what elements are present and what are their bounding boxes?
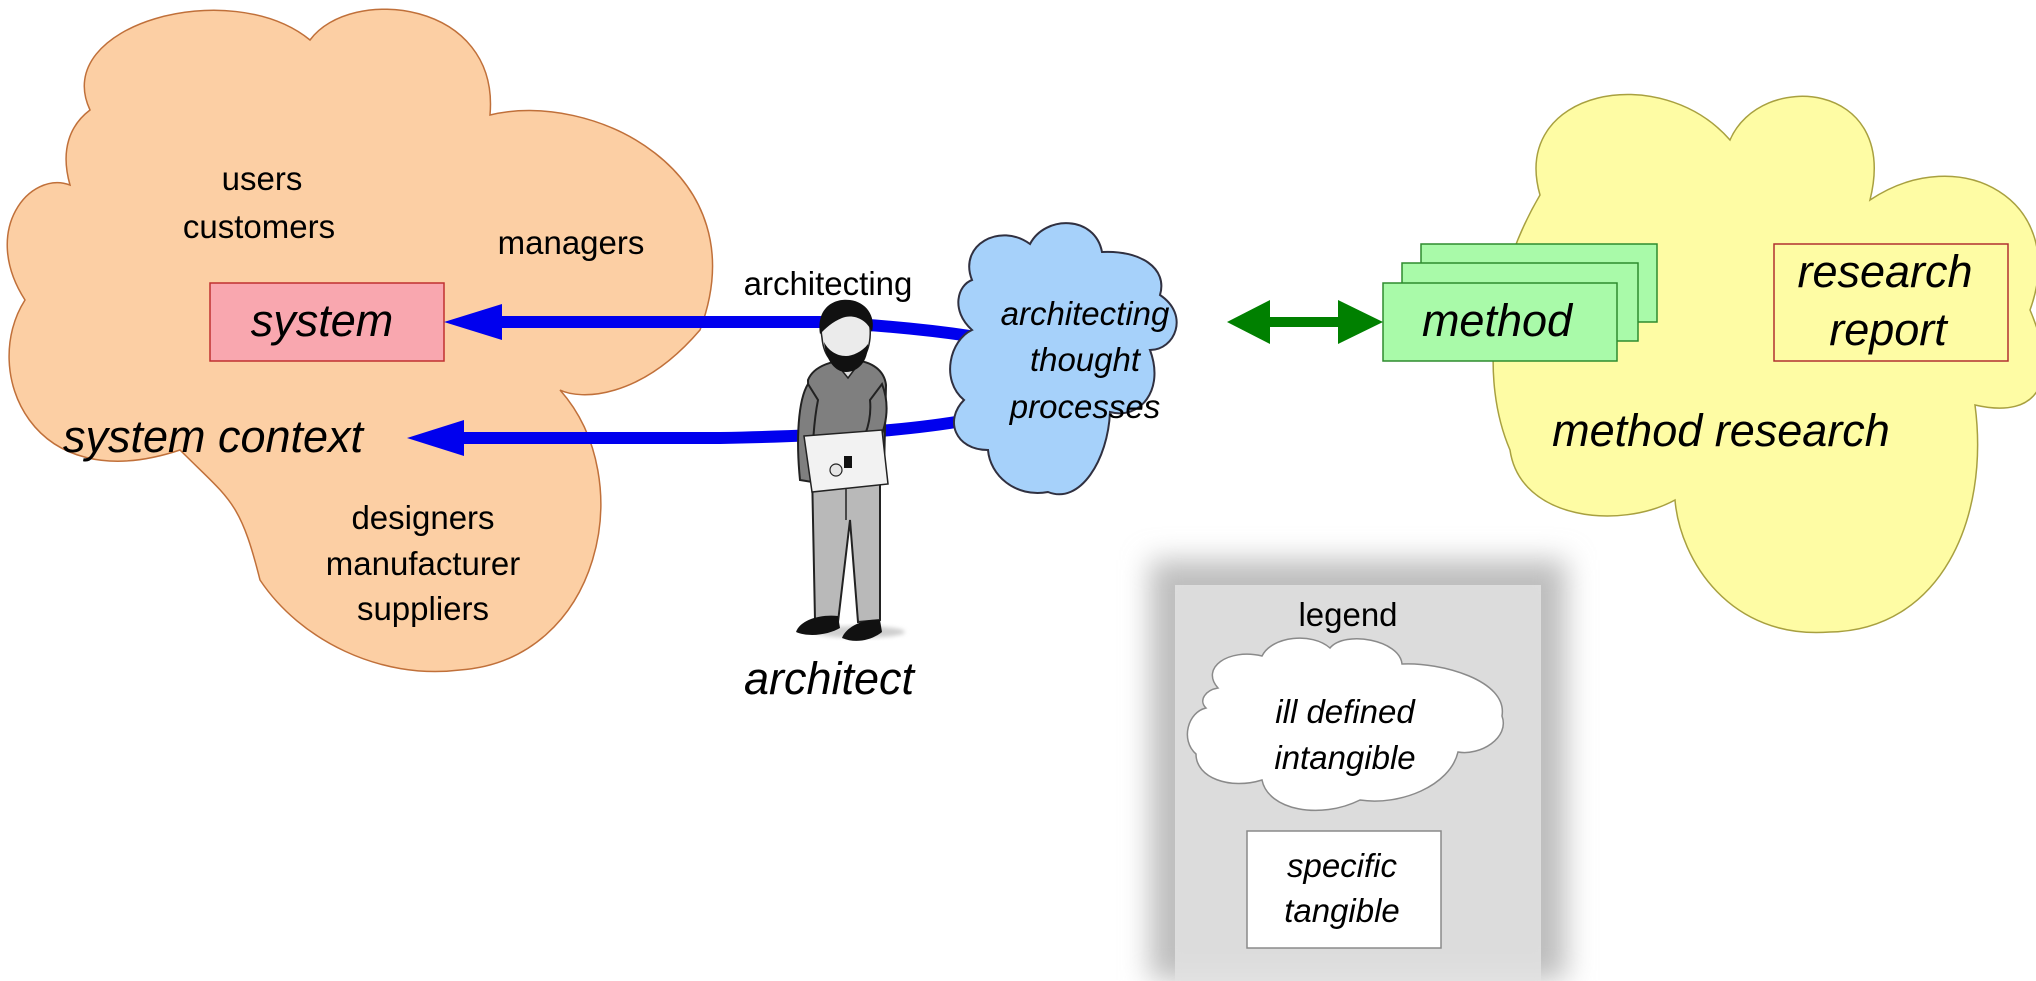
legend-cloud-sample (1186, 637, 1505, 812)
stakeholder-designers: designers (351, 499, 494, 536)
thought-line-3: processes (1009, 388, 1160, 425)
method-card-front (1382, 282, 1618, 362)
legend-ill-defined-line-2: intangible (1274, 739, 1415, 776)
method-research-cloud-shape (1492, 93, 2036, 634)
thought-processes-cloud: architecting thought processes (949, 222, 1178, 496)
research-report-line-2: report (1829, 304, 1949, 355)
legend-title: legend (1298, 596, 1397, 633)
legend-ill-defined-line-1: ill defined (1275, 693, 1416, 730)
stakeholder-users: users (222, 160, 303, 197)
system-label: system (251, 295, 394, 346)
method-research-cloud: method research (1492, 93, 2036, 634)
legend: legend ill defined intangible specific t… (1150, 560, 1566, 981)
arrow-thought-method-head-right (1338, 300, 1383, 344)
method-research-title: method research (1552, 405, 1890, 456)
method-stack: method (1382, 243, 1658, 362)
arrow-to-system-context-head (407, 420, 464, 456)
legend-box-sample (1246, 830, 1442, 949)
research-report-rect (1773, 243, 2009, 362)
architect-label: architect (744, 653, 917, 704)
stakeholder-suppliers: suppliers (357, 590, 489, 627)
system-context-title: system context (63, 411, 366, 462)
research-report-line-1: research (1797, 246, 1972, 297)
system-box-rect (209, 282, 445, 362)
arrow-to-system-head (444, 304, 502, 340)
system-box: system (209, 282, 445, 362)
research-report-box: research report (1773, 243, 2009, 362)
method-label: method (1422, 295, 1574, 346)
stakeholder-customers: customers (183, 208, 335, 245)
thought-line-2: thought (1030, 341, 1142, 378)
thought-line-1: architecting (1001, 295, 1170, 332)
architecting-activity-label: architecting (744, 265, 913, 302)
stakeholder-manufacturer: manufacturer (326, 545, 520, 582)
legend-specific-line-1: specific (1287, 847, 1398, 884)
thought-processes-cloud-shape (949, 222, 1178, 496)
architect-figure-icon: architect (744, 299, 917, 704)
stakeholder-managers: managers (498, 224, 645, 261)
legend-specific-line-2: tangible (1284, 892, 1400, 929)
arrow-thought-method-head-left (1227, 300, 1270, 344)
